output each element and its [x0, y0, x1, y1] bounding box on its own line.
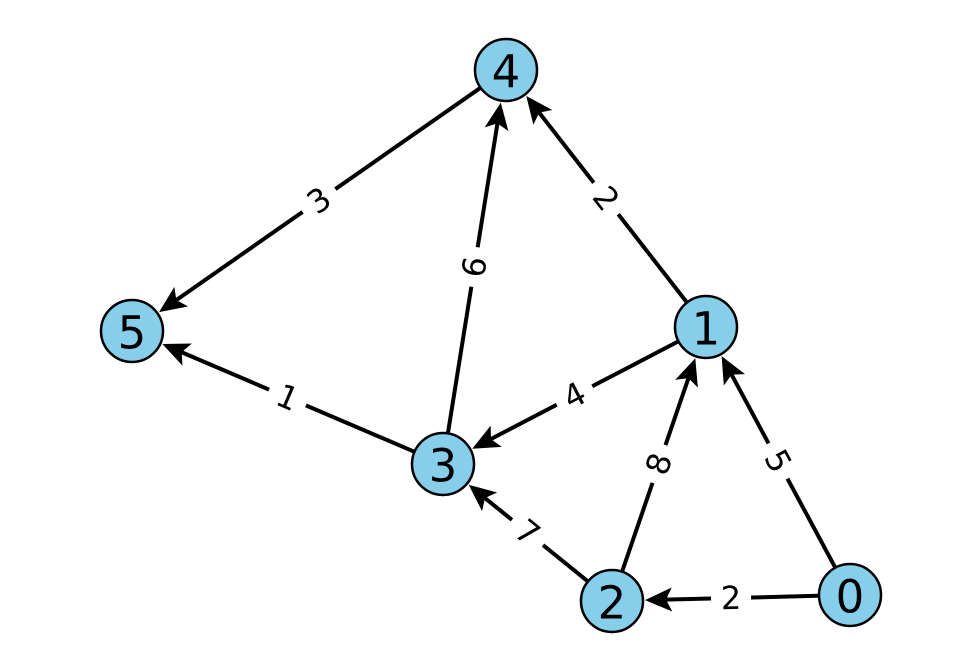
edge-weight-label-background — [750, 433, 806, 489]
edge-1-3-weight-label: 4 — [547, 367, 602, 424]
graph-node-4-label: 4 — [492, 46, 521, 99]
graph-node-0 — [817, 562, 883, 628]
edge-0-2-arrowhead-icon — [644, 587, 673, 612]
edge-weight-label-background — [290, 171, 348, 230]
graph-node-5-label: 5 — [118, 307, 147, 360]
edge-weight-text: 2 — [720, 579, 741, 617]
edge-4-5-weight-label: 3 — [290, 171, 348, 230]
edge-label-layer: 3 6 2 1 4 7 8 5 2 — [260, 169, 806, 620]
node-layer: 0 1 2 3 4 5 — [99, 37, 883, 634]
edge-3-4-weight-label: 6 — [450, 243, 499, 291]
edge-weight-label-background — [547, 367, 602, 424]
edge-2-3-weight-label: 7 — [498, 503, 557, 562]
graph-node-3 — [410, 431, 476, 497]
edge-0-2-weight-label: 2 — [710, 576, 752, 620]
edge-2-1-weight-label: 8 — [632, 438, 686, 490]
edge-1-3-arrowhead-icon — [472, 425, 502, 449]
edge-weight-label-background — [498, 503, 557, 562]
graph-node-1-label: 1 — [692, 303, 721, 356]
graph-node-1 — [673, 294, 739, 360]
edge-weight-label-background — [450, 243, 499, 291]
edge-3-4-arrowhead-icon — [484, 102, 509, 132]
edge-3-5-arrowhead-icon — [162, 343, 192, 366]
graph-node-5 — [99, 298, 165, 364]
edge-2-1-arrowhead-icon — [675, 358, 698, 388]
edge-1-4-weight-label: 2 — [577, 169, 635, 228]
edge-weight-label-background — [260, 370, 315, 425]
edge-0-1-weight-label: 5 — [750, 433, 806, 489]
edge-1-4-arrowhead-icon — [526, 96, 553, 125]
graph-node-4 — [473, 37, 539, 103]
edge-0-1-arrowhead-icon — [721, 356, 745, 386]
graph-node-3-label: 3 — [429, 440, 458, 493]
graph-node-0-label: 0 — [836, 571, 865, 624]
graph-node-2 — [579, 568, 645, 634]
graph-node-2-label: 2 — [598, 577, 627, 630]
edge-4-5-arrowhead-icon — [159, 286, 189, 313]
edge-weight-label-background — [577, 169, 635, 228]
edge-weight-label-background — [632, 438, 686, 490]
edge-weight-label-background — [710, 576, 752, 620]
edge-2-3-arrowhead-icon — [468, 484, 498, 512]
edge-layer — [159, 86, 837, 612]
edge-3-5-weight-label: 1 — [260, 370, 315, 425]
